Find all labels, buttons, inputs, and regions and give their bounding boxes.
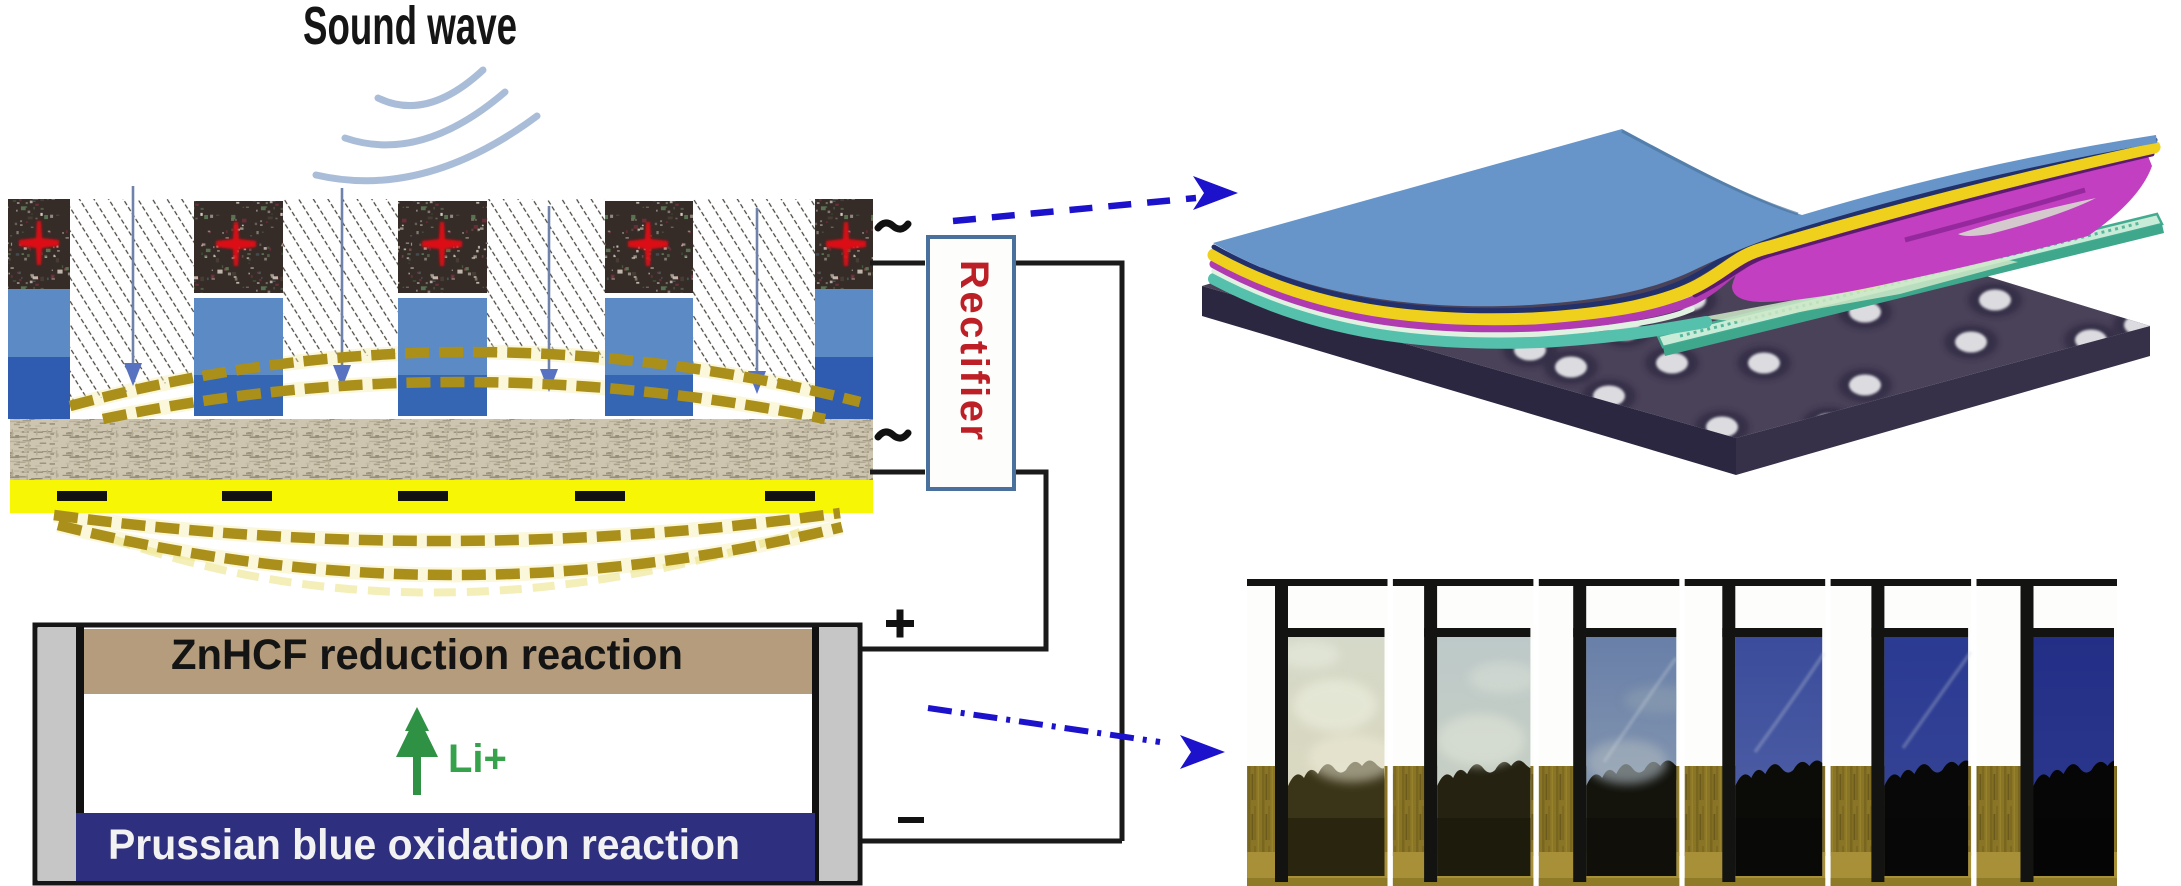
svg-text:ZnHCF reduction reaction: ZnHCF reduction reaction — [171, 631, 683, 679]
svg-text:Li+: Li+ — [448, 737, 507, 781]
svg-text:Prussian blue oxidation reacti: Prussian blue oxidation reaction — [108, 821, 740, 869]
svg-text:Sound wave: Sound wave — [303, 0, 517, 56]
svg-text:Rectifier: Rectifier — [952, 260, 996, 443]
